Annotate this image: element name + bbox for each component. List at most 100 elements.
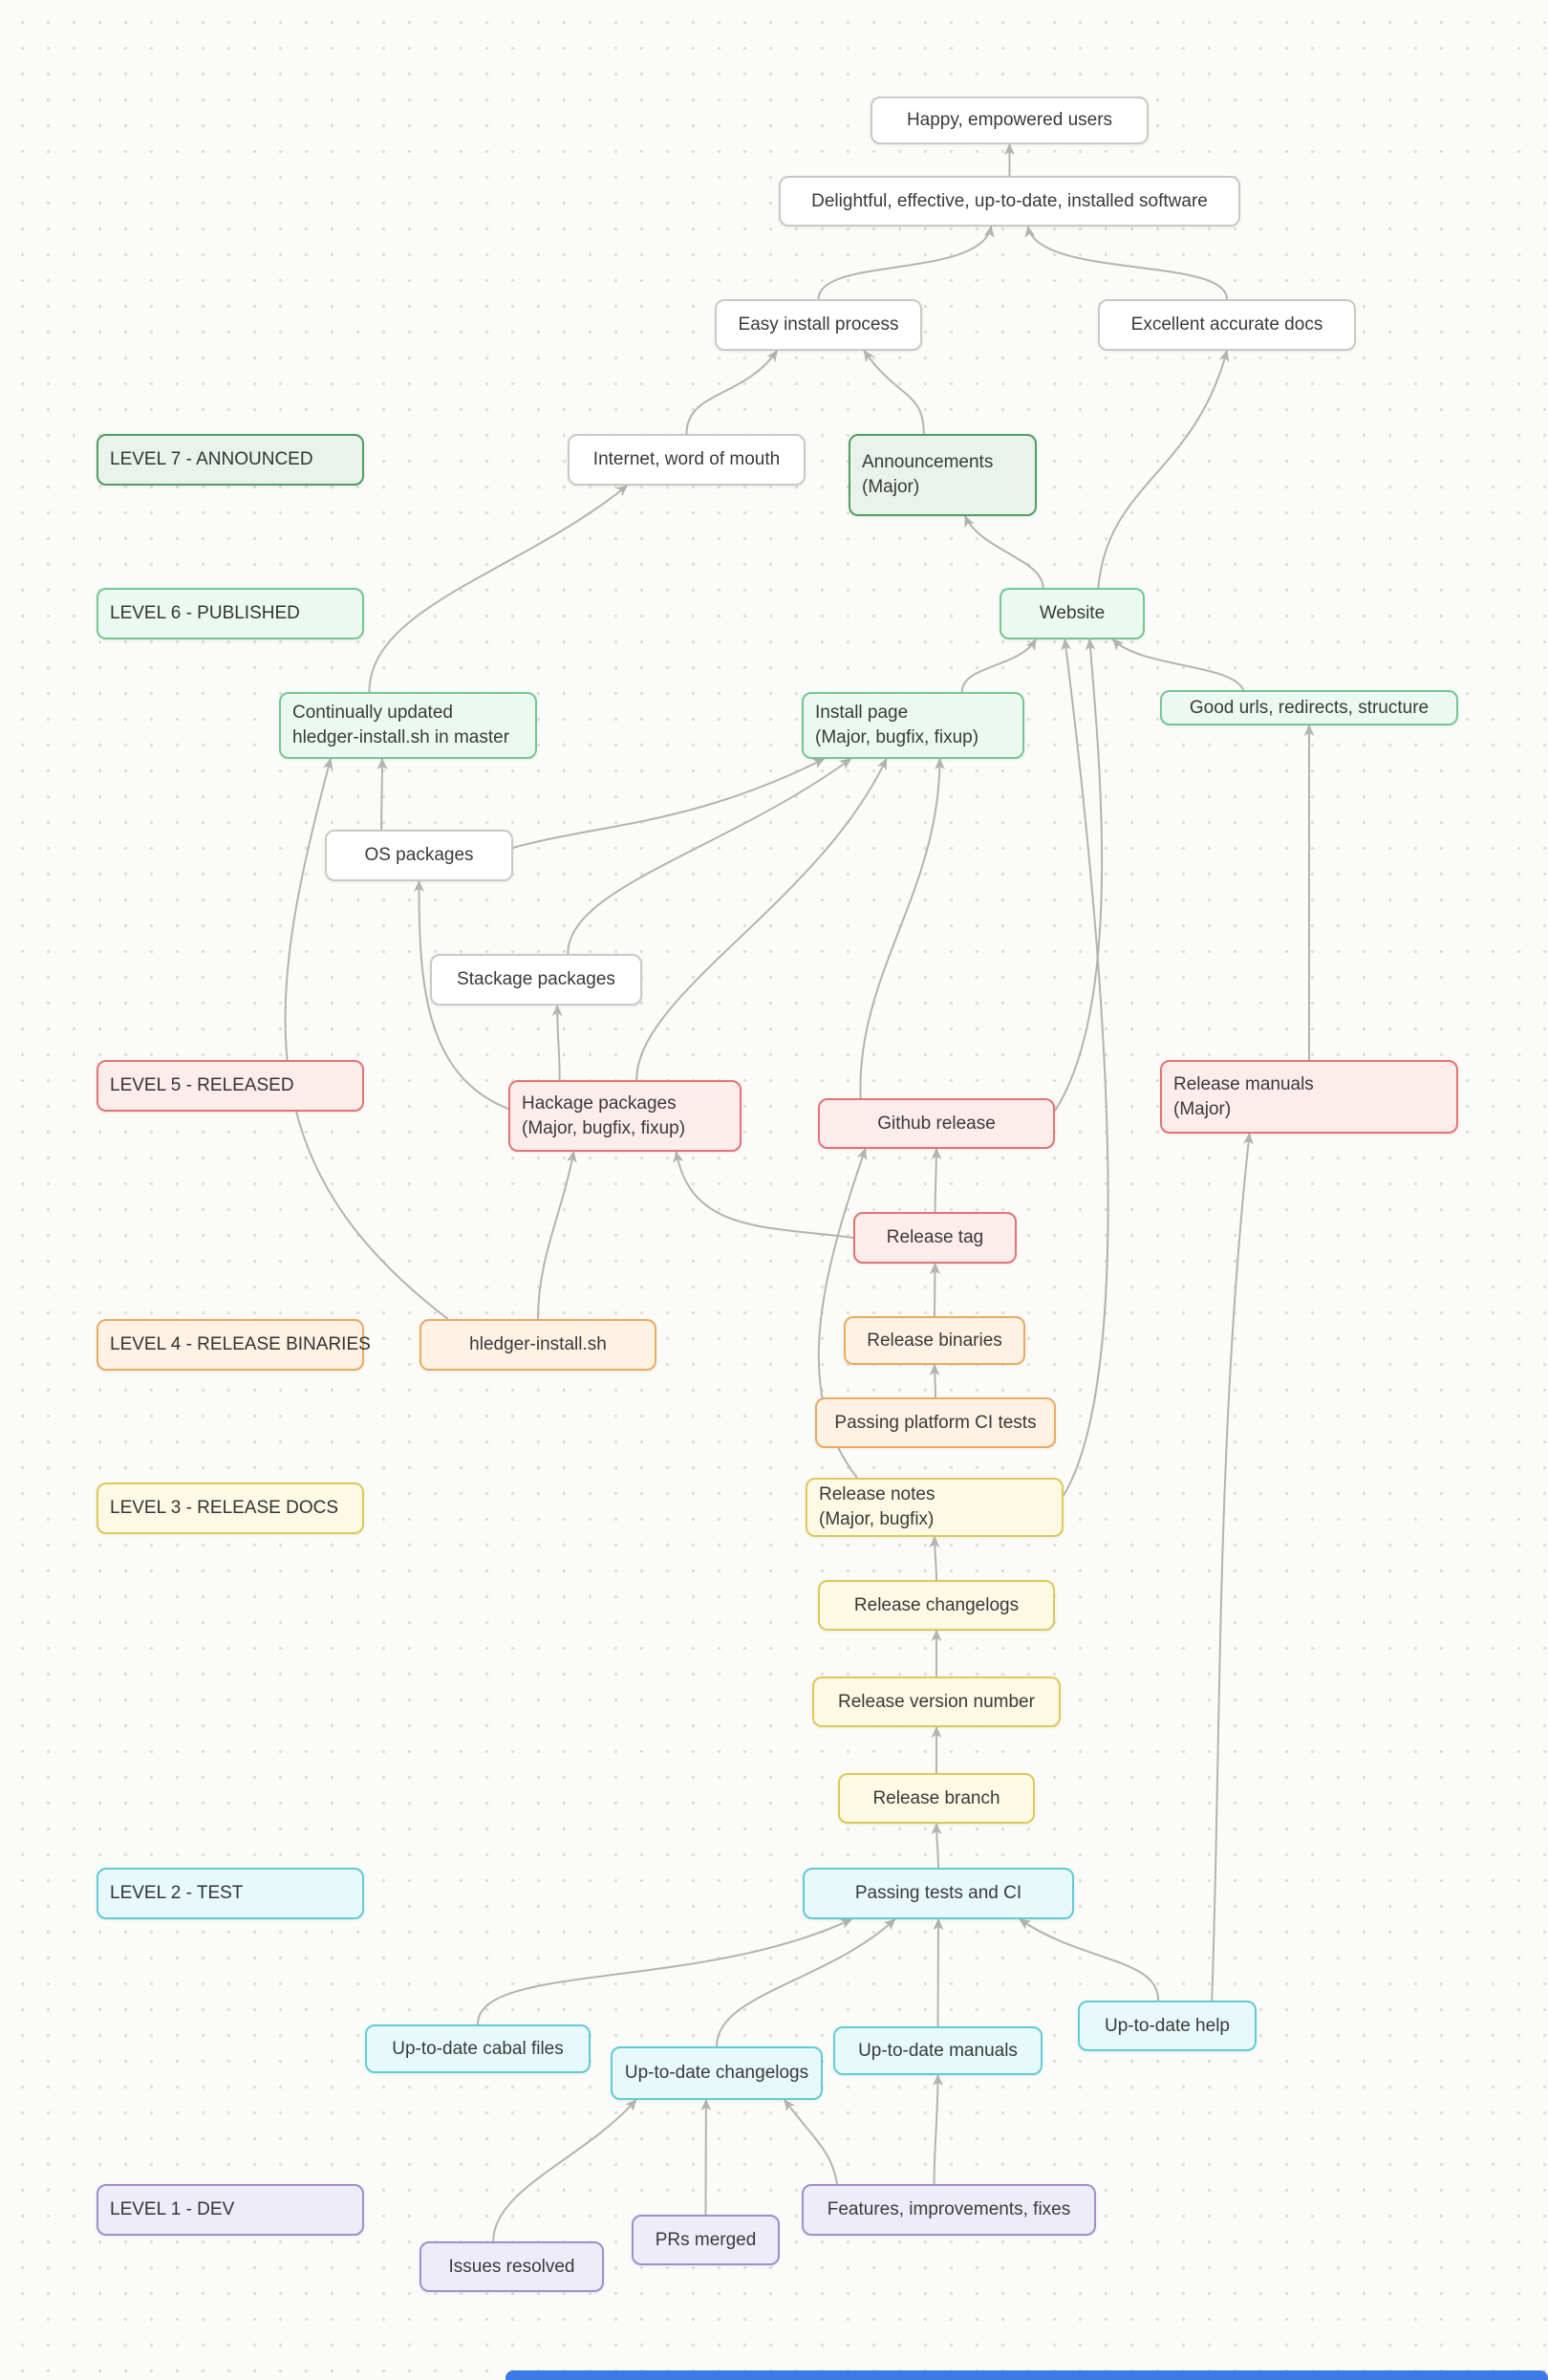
node-label: Release changelogs <box>853 1594 1020 1615</box>
node-issues-resolved[interactable]: Issues resolved <box>419 2241 604 2292</box>
node-utd-changelogs[interactable]: Up-to-date changelogs <box>611 2046 823 2100</box>
node-happy[interactable]: Happy, empowered users <box>871 97 1149 144</box>
node-label: (Major, bugfix, fixup) <box>522 1117 686 1138</box>
edge-easy-install-to-delightful <box>817 226 995 300</box>
node-label: LEVEL 1 - DEV <box>110 2199 235 2219</box>
node-release-branch[interactable]: Release branch <box>838 1773 1035 1824</box>
node-prs-merged[interactable]: PRs merged <box>632 2215 780 2265</box>
node-label: (Major) <box>1173 1098 1232 1119</box>
edge-continually-updated-to-internet-wom <box>368 485 629 693</box>
edge-announcements-to-easy-install <box>863 350 925 435</box>
edge-release-notes-to-website <box>1061 638 1109 1497</box>
node-good-urls[interactable]: Good urls, redirects, structure <box>1160 690 1458 725</box>
node-label: Passing platform CI tests <box>834 1412 1037 1433</box>
node-label: Continually updated <box>292 703 453 723</box>
level-label-level-3[interactable]: LEVEL 3 - RELEASE DOCS <box>97 1482 364 1534</box>
node-label: Release tag <box>886 1227 984 1247</box>
node-label: Up-to-date changelogs <box>624 2063 809 2083</box>
node-label: LEVEL 3 - RELEASE DOCS <box>110 1498 339 1518</box>
edge-github-release-to-website <box>1054 638 1104 1112</box>
node-hledger-install-sh[interactable]: hledger-install.sh <box>419 1319 656 1371</box>
node-passing-tests-ci[interactable]: Passing tests and CI <box>803 1868 1074 1919</box>
node-label: Install page <box>815 703 909 723</box>
node-announcements[interactable]: Announcements (Major) <box>849 434 1037 516</box>
level-label-level-2[interactable]: LEVEL 2 - TEST <box>97 1868 364 1919</box>
node-label: Good urls, redirects, structure <box>1189 697 1430 718</box>
node-label: Release version number <box>838 1691 1035 1712</box>
node-github-release[interactable]: Github release <box>818 1098 1055 1149</box>
node-website[interactable]: Website <box>1000 588 1145 639</box>
edge-release-tag-to-github-release <box>931 1148 942 1213</box>
node-label: (Major) <box>862 477 920 497</box>
node-release-tag[interactable]: Release tag <box>853 1212 1017 1264</box>
node-label: Internet, word of mouth <box>592 449 781 469</box>
edge-utd-manuals-to-passing-tests-ci <box>933 1918 944 2027</box>
node-release-notes[interactable]: Release notes (Major, bugfix) <box>806 1478 1064 1537</box>
node-utd-help[interactable]: Up-to-date help <box>1078 2001 1257 2051</box>
edge-passing-tests-ci-to-release-branch <box>931 1823 942 1869</box>
edge-stackage-to-install-page <box>567 758 852 955</box>
node-utd-cabal-files[interactable]: Up-to-date cabal files <box>365 2024 591 2073</box>
node-label: LEVEL 5 - RELEASED <box>110 1075 294 1095</box>
edge-os-packages-to-continually-updated <box>376 758 388 831</box>
edge-good-urls-to-website <box>1111 638 1245 691</box>
level-label-level-4[interactable]: LEVEL 4 - RELEASE BINARIES <box>97 1319 371 1371</box>
edge-os-packages-to-install-page <box>512 758 826 849</box>
level-label-level-1[interactable]: LEVEL 1 - DEV <box>97 2184 364 2236</box>
node-label: Up-to-date cabal files <box>392 2038 564 2059</box>
node-stackage[interactable]: Stackage packages <box>430 954 642 1006</box>
node-label: OS packages <box>364 845 474 865</box>
edge-release-changelogs-to-release-notes <box>929 1536 940 1581</box>
edge-github-release-to-install-page <box>859 758 945 1099</box>
node-excellent-docs[interactable]: Excellent accurate docs <box>1098 299 1356 351</box>
level-label-level-5[interactable]: LEVEL 5 - RELEASED <box>97 1060 364 1112</box>
node-label: Announcements <box>862 452 994 472</box>
level-label-level-7[interactable]: LEVEL 7 - ANNOUNCED <box>97 434 364 486</box>
edge-website-to-announcements <box>964 515 1044 589</box>
edge-internet-wom-to-easy-install <box>685 350 778 435</box>
node-continually-updated[interactable]: Continually updated hledger-install.sh in… <box>279 692 537 759</box>
node-label: LEVEL 6 - PUBLISHED <box>110 603 300 623</box>
node-install-page[interactable]: Install page (Major, bugfix, fixup) <box>802 692 1024 759</box>
node-label: Issues resolved <box>448 2256 575 2277</box>
node-os-packages[interactable]: OS packages <box>325 830 513 881</box>
node-label: Up-to-date manuals <box>858 2040 1018 2061</box>
node-passing-platform-ci[interactable]: Passing platform CI tests <box>815 1397 1056 1448</box>
node-label: (Major, bugfix) <box>819 1509 935 1529</box>
node-label: LEVEL 2 - TEST <box>110 1883 244 1903</box>
node-release-changelogs[interactable]: Release changelogs <box>818 1580 1055 1631</box>
node-label: Happy, empowered users <box>906 110 1113 130</box>
node-label: Delightful, effective, up-to-date, insta… <box>811 190 1208 211</box>
node-hackage[interactable]: Hackage packages (Major, bugfix, fixup) <box>508 1080 742 1152</box>
node-label: hledger-install.sh in master <box>292 727 510 747</box>
node-release-manuals[interactable]: Release manuals (Major) <box>1160 1060 1458 1134</box>
edge-excellent-docs-to-delightful <box>1024 226 1228 300</box>
node-release-binaries[interactable]: Release binaries <box>844 1316 1025 1365</box>
node-label: Release notes <box>819 1484 935 1504</box>
node-label: LEVEL 4 - RELEASE BINARIES <box>110 1334 371 1354</box>
node-label: (Major, bugfix, fixup) <box>815 727 979 747</box>
node-label: Github release <box>877 1113 996 1134</box>
node-label: Hackage packages <box>522 1093 677 1114</box>
node-easy-install[interactable]: Easy install process <box>715 299 922 351</box>
edge-install-page-to-website <box>960 638 1037 693</box>
edge-features-to-utd-manuals <box>932 2074 943 2185</box>
edge-utd-cabal-files-to-passing-tests-ci <box>477 1918 853 2025</box>
edge-utd-help-to-release-manuals <box>1211 1133 1254 2001</box>
node-internet-wom[interactable]: Internet, word of mouth <box>568 434 806 486</box>
node-label: Excellent accurate docs <box>1130 314 1323 335</box>
node-release-version-number[interactable]: Release version number <box>812 1677 1061 1727</box>
node-label: Release manuals <box>1173 1073 1314 1094</box>
node-delightful[interactable]: Delightful, effective, up-to-date, insta… <box>779 176 1240 227</box>
edge-hackage-to-install-page <box>635 758 888 1081</box>
edge-hackage-to-stackage <box>551 1005 563 1081</box>
level-label-level-6[interactable]: LEVEL 6 - PUBLISHED <box>97 588 364 639</box>
node-features[interactable]: Features, improvements, fixes <box>802 2184 1096 2236</box>
node-label: Stackage packages <box>457 969 615 989</box>
edge-utd-help-to-passing-tests-ci <box>1019 1918 1160 2001</box>
node-label: Easy install process <box>738 314 899 335</box>
node-label: PRs merged <box>655 2229 757 2250</box>
node-utd-manuals[interactable]: Up-to-date manuals <box>833 2026 1043 2075</box>
